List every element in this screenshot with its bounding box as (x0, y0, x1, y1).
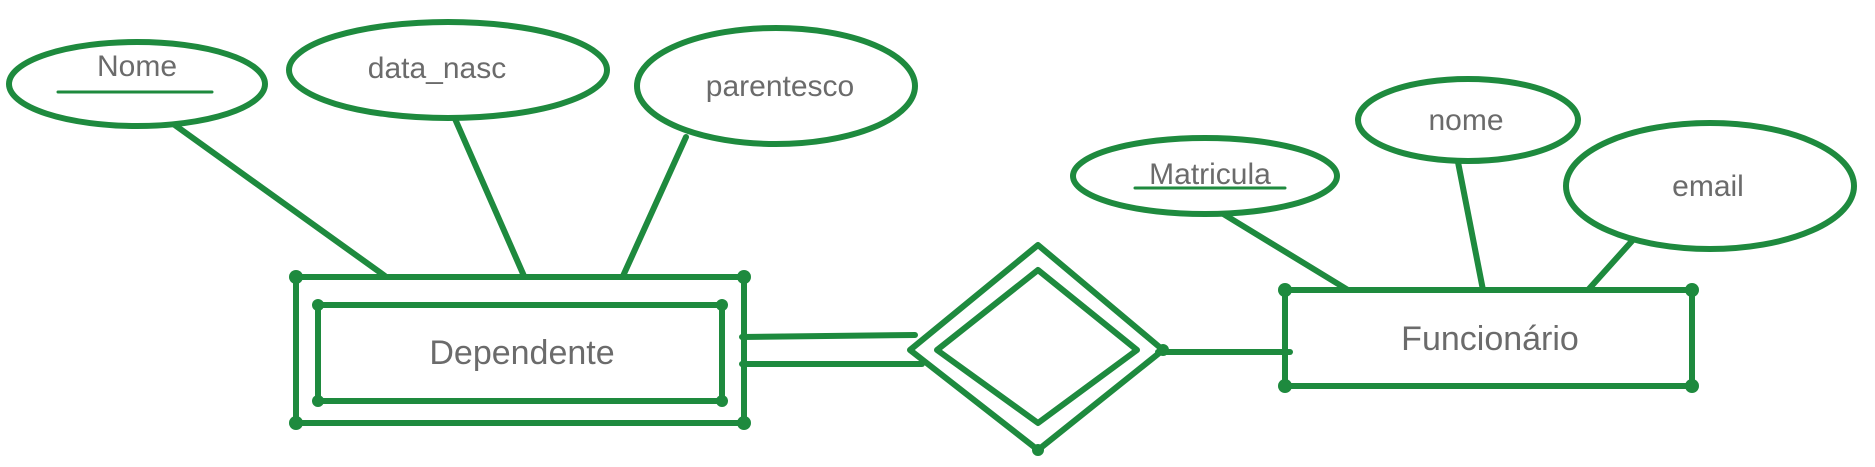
attribute-nome-ellipse (6, 39, 268, 129)
attribute-matricula-label: Matricula (1149, 158, 1271, 191)
connector-email-funcionario (1585, 238, 1635, 293)
attribute-email-ellipse (1563, 120, 1857, 252)
corner-dot (312, 299, 324, 311)
attribute-nome-funcionario-label: nome (1428, 104, 1503, 137)
attribute-email-label: email (1672, 170, 1744, 203)
attribute-matricula-ellipse (1070, 135, 1340, 217)
corner-dot (1032, 444, 1044, 456)
weak-entity-outer-border (293, 274, 747, 426)
connector-data-nasc-dependente (449, 109, 527, 279)
attribute-nome-label: Nome (97, 50, 177, 83)
weak-entity-inner-border (315, 302, 725, 404)
total-participation-line-top (739, 332, 918, 340)
entity-funcionario-label: Funcionário (1401, 320, 1579, 358)
connector-matricula-funcionario (1217, 209, 1351, 293)
corner-dot (1157, 344, 1169, 356)
corner-dot (737, 270, 751, 284)
corner-dots (289, 270, 1699, 456)
identifying-relationship-inner (934, 267, 1140, 426)
corner-dot (716, 395, 728, 407)
entity-dependente-label: Dependente (429, 334, 614, 372)
attribute-nome-funcionario-ellipse (1355, 76, 1581, 164)
diagram-strokes (6, 19, 1857, 453)
corner-dot (1685, 283, 1699, 297)
connector-nome-funcionario (1454, 154, 1486, 293)
entity-funcionario-border (1282, 287, 1695, 389)
attribute-parentesco-label: parentesco (706, 70, 854, 103)
connector-parentesco-dependente (620, 134, 689, 279)
corner-dot (312, 395, 324, 407)
attribute-parentesco-ellipse (634, 25, 918, 147)
corner-dot (1278, 379, 1292, 393)
corner-dot (1278, 283, 1292, 297)
corner-dot (289, 416, 303, 430)
corner-dot (1685, 379, 1699, 393)
attribute-data-nasc-label: data_nasc (368, 52, 506, 85)
connector-nome-dependente (162, 115, 388, 279)
corner-dot (289, 270, 303, 284)
attribute-data-nasc-ellipse (286, 19, 610, 121)
corner-dot (716, 299, 728, 311)
corner-dot (737, 416, 751, 430)
